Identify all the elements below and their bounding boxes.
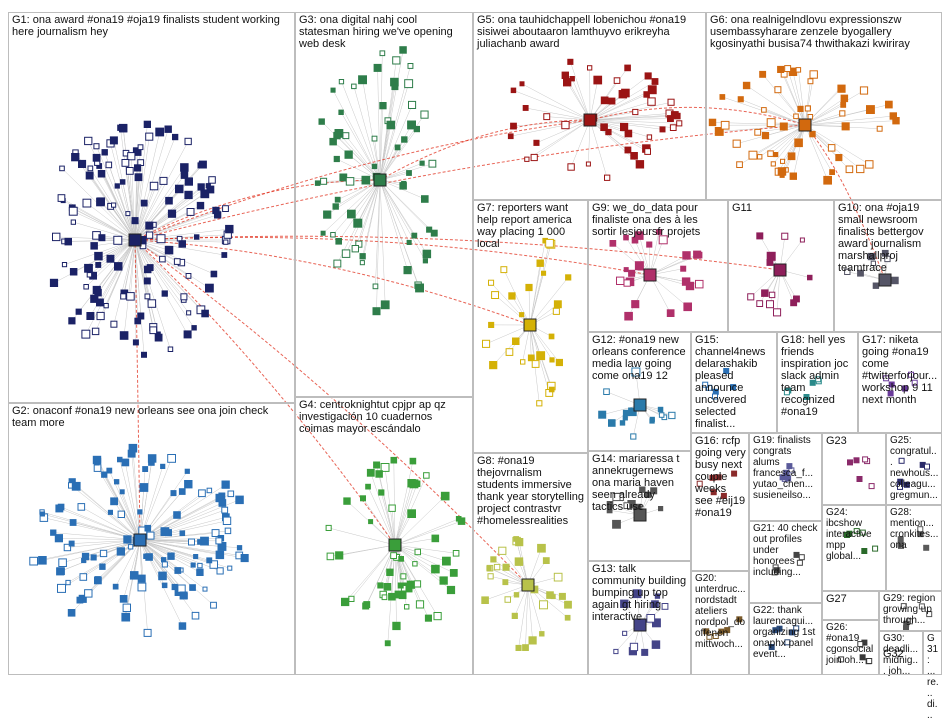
group-box-g8: G8: #ona19 thejovrnalism students immers… [473,453,588,675]
group-label-g12: G12: #ona19 new orleans conference media… [592,334,688,382]
group-label-g28: G28: mention... cronkites... ona [890,507,939,551]
group-box-g28: G28: mention... cronkites... ona [886,505,942,591]
group-box-g7: G7: reporters want help report america w… [473,200,588,453]
group-label-g7: G7: reporters want help report america w… [477,202,585,250]
group-box-g4: G4: centroknightut cpjpr ap qz investiga… [295,397,473,675]
group-box-g23: G23 [822,433,886,505]
group-label-g10: G10: ona #oja19 small newsroom finalists… [838,202,939,274]
group-box-g12: G12: #ona19 new orleans conference media… [588,332,691,451]
group-box-g17: G17: niketa going #ona19 come #twitterfo… [858,332,942,433]
group-box-g19: G19: finalists congrats alums francesca_… [749,433,822,521]
group-label-g27: G27 [826,593,876,605]
group-box-g15: G15: channel4news delarashakib pleased a… [691,332,777,433]
group-label-g18: G18: hell yes friends inspiration joc sl… [781,334,855,418]
group-label-g17: G17: niketa going #ona19 come #twitterfo… [862,334,939,406]
group-label-g15: G15: channel4news delarashakib pleased a… [695,334,774,430]
group-label-g22: G22: thank laurencagui... organizing 1st… [753,605,819,660]
group-box-g31: G31: ... re... di... [923,631,942,675]
group-label-g29: G29: region growing up through... [883,593,939,626]
group-box-g21: G21: 40 check out profiles under honoree… [749,521,822,603]
group-box-g11: G11 [728,200,834,332]
group-label-g8: G8: #ona19 thejovrnalism students immers… [477,455,585,527]
group-label-g9: G9: we_do_data pour finaliste ona des à … [592,202,725,238]
group-label-g5: G5: ona tauhidchappell lobenichou #ona19… [477,14,703,50]
group-label-g11: G11 [732,202,831,214]
group-box-g5: G5: ona tauhidchappell lobenichou #ona19… [473,12,706,200]
group-label-g31: G31: ... re... di... [927,633,939,721]
group-box-g13: G13: talk community building bumping up … [588,561,691,675]
group-box-g27: G27 [822,591,879,620]
group-box-g14: G14: mariaressa t annekrugernews ona mar… [588,451,691,561]
group-label-g23: G23 [826,435,883,447]
group-label-g16: G16: rcfp going very busy next couple we… [695,435,746,519]
group-label-g32: G32 [883,648,920,660]
group-label-g21: G21: 40 check out profiles under honoree… [753,523,819,578]
group-box-g1: G1: ona award #ona19 #oja19 finalists st… [8,12,295,403]
group-box-g10: G10: ona #oja19 small newsroom finalists… [834,200,942,332]
group-box-g16: G16: rcfp going very busy next couple we… [691,433,749,571]
group-box-g3: G3: ona digital nahj cool statesman hiri… [295,12,473,397]
group-box-g9: G9: we_do_data pour finaliste ona des à … [588,200,728,332]
group-label-g1: G1: ona award #ona19 #oja19 finalists st… [12,14,292,38]
group-label-g14: G14: mariaressa t annekrugernews ona mar… [592,453,688,513]
group-label-g3: G3: ona digital nahj cool statesman hiri… [299,14,470,50]
group-box-g25: G25: congratul... newhous... colleagu...… [886,433,942,505]
group-label-g4: G4: centroknightut cpjpr ap qz investiga… [299,399,470,435]
group-box-g2: G2: onaconf #ona19 new orleans see ona j… [8,403,295,675]
group-label-g13: G13: talk community building bumping up … [592,563,688,623]
group-box-g6: G6: ona realnigelndlovu expressionszw us… [706,12,942,200]
group-label-g26: G26: #ona19 cgonsocial join oh... [826,622,876,666]
group-box-g22: G22: thank laurencagui... organizing 1st… [749,603,822,675]
group-label-g20: G20: unterdruc... nordstadt ateliers nor… [695,573,746,650]
group-box-g20: G20: unterdruc... nordstadt ateliers nor… [691,571,749,675]
group-box-g24: G24: ibcshow interactive mpp global... [822,505,886,591]
group-label-g25: G25: congratul... newhous... colleagu...… [890,435,939,501]
group-box-g26: G26: #ona19 cgonsocial join oh... [822,620,879,675]
group-label-g19: G19: finalists congrats alums francesca_… [753,435,819,501]
group-box-g32: G32 [879,648,923,675]
group-box-g18: G18: hell yes friends inspiration joc sl… [777,332,858,433]
group-label-g2: G2: onaconf #ona19 new orleans see ona j… [12,405,292,429]
group-label-g6: G6: ona realnigelndlovu expressionszw us… [710,14,939,50]
group-label-g24: G24: ibcshow interactive mpp global... [826,507,883,562]
group-box-g29: G29: region growing up through... [879,591,942,631]
